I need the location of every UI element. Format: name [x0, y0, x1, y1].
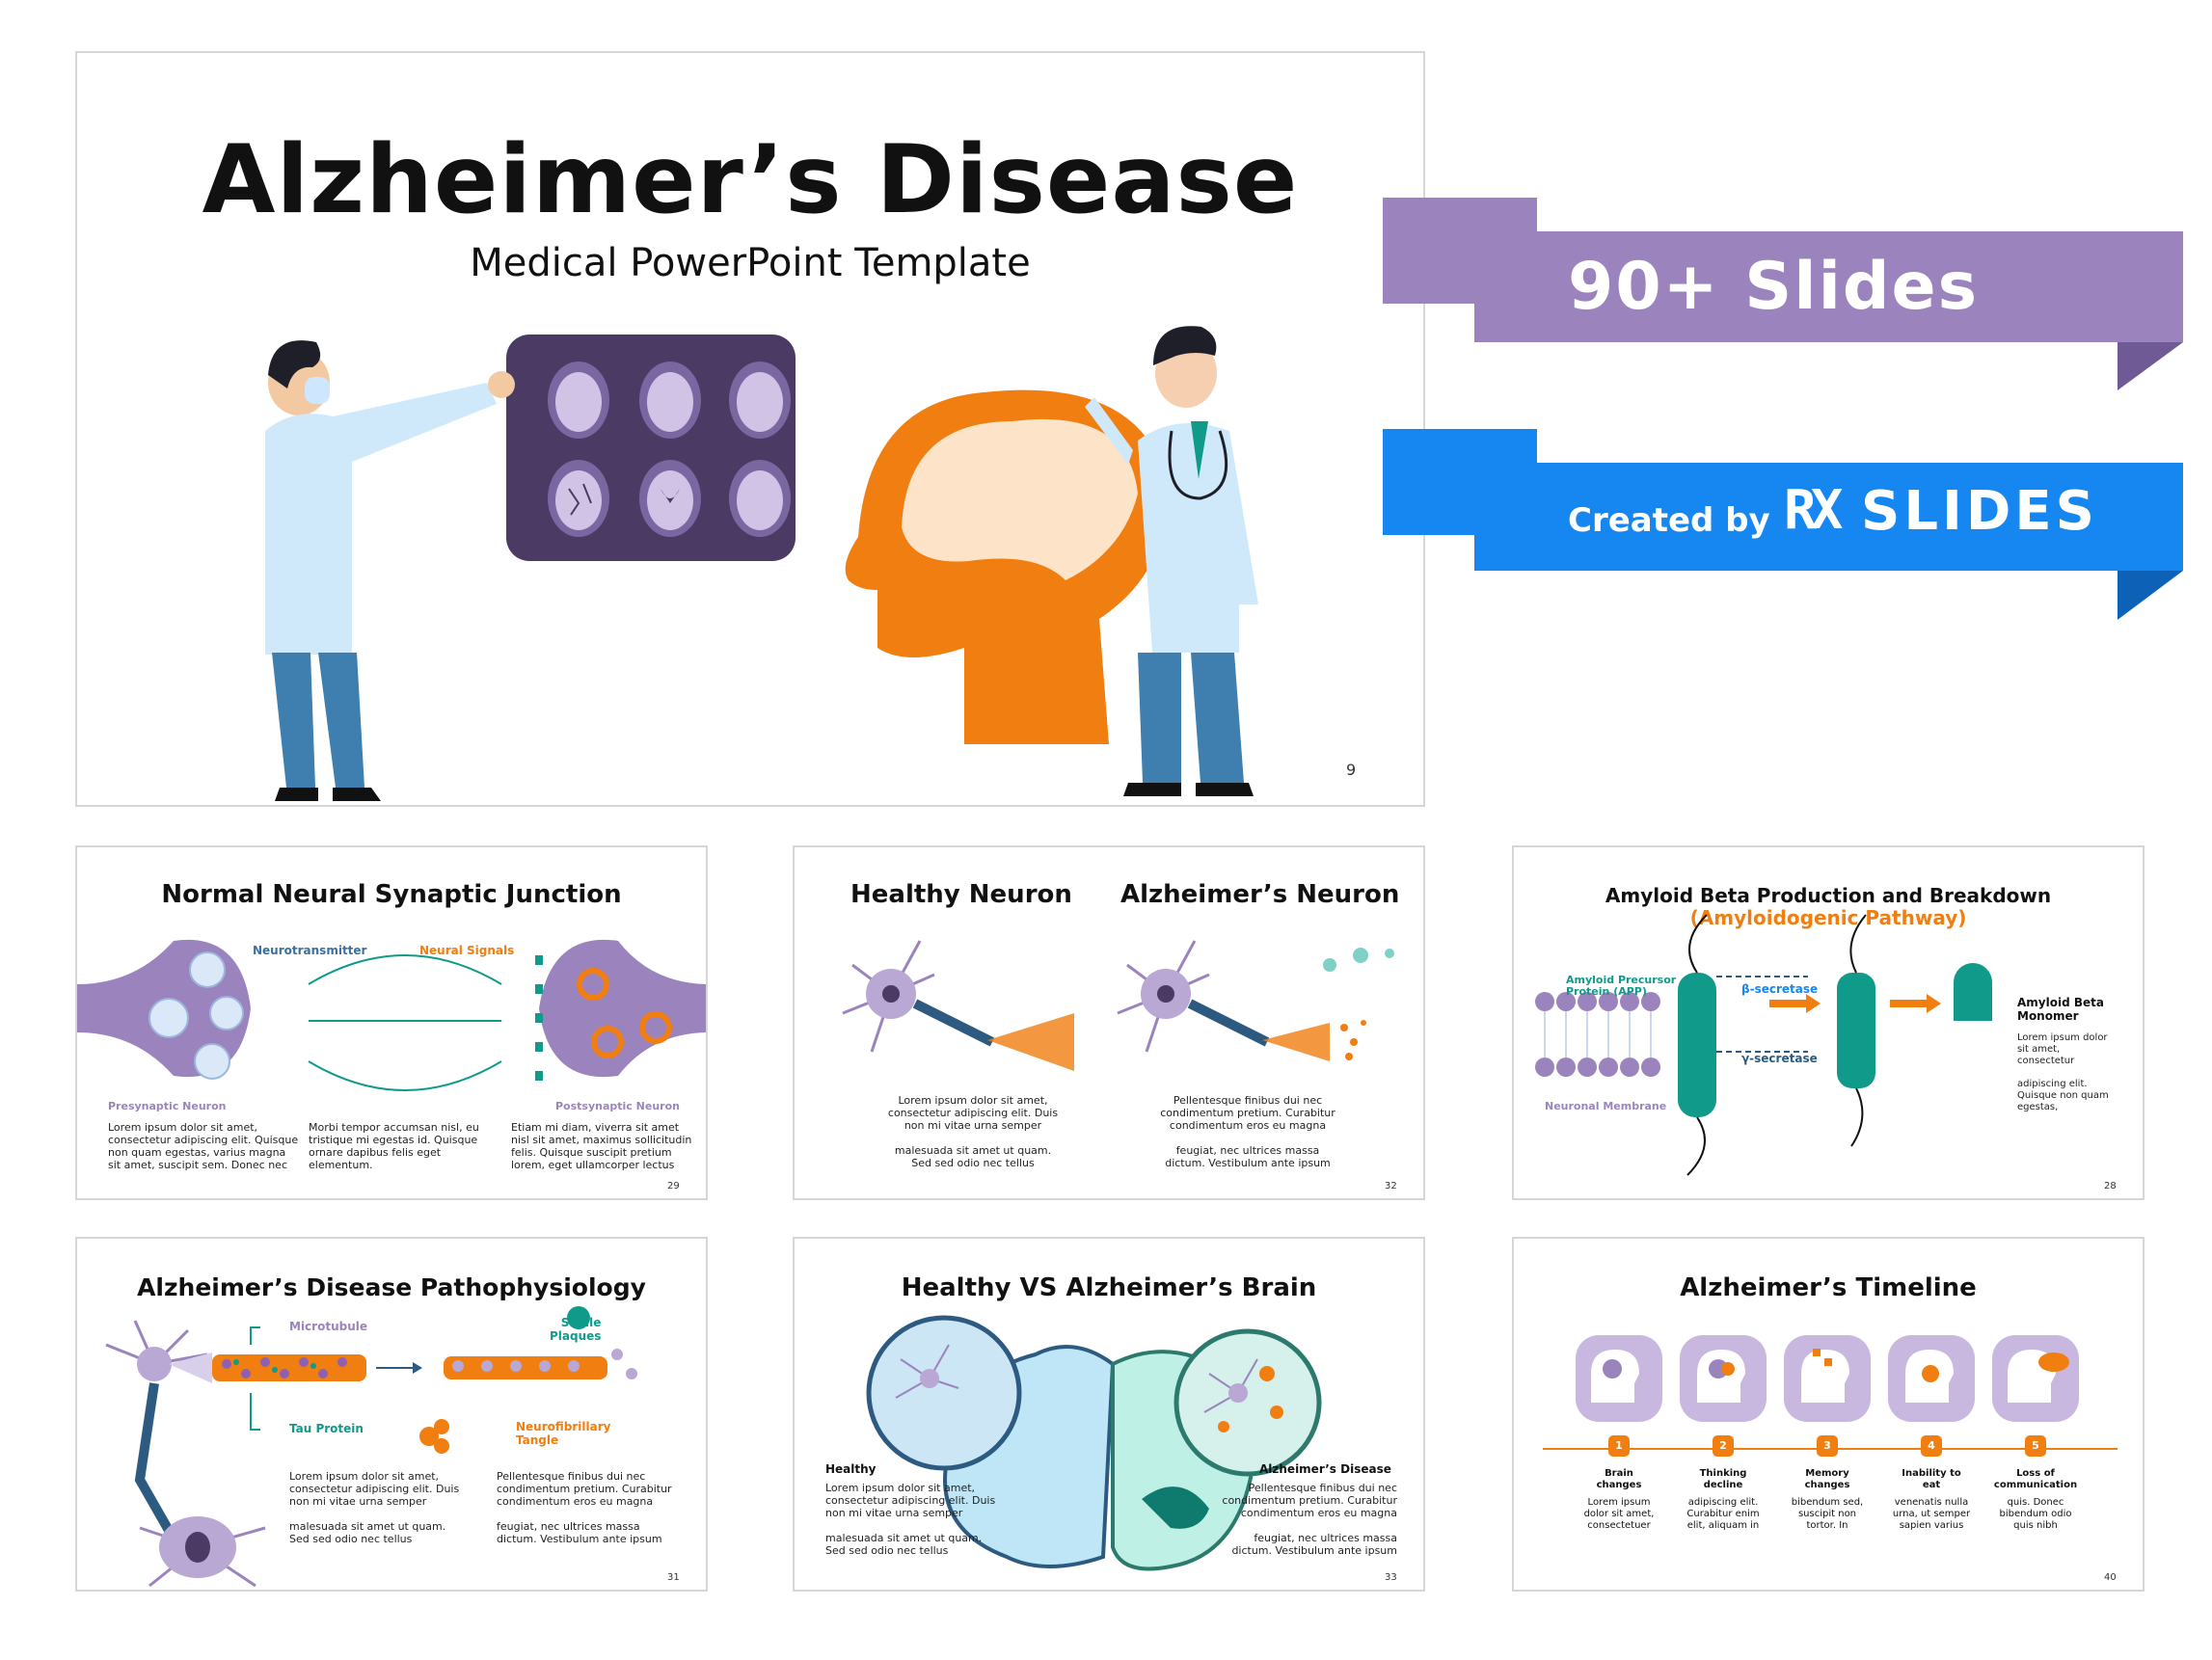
step-number-badge: 5	[2025, 1435, 2046, 1457]
text-col-3: Etiam mi diam, viverra sit amet nisl sit…	[511, 1121, 692, 1171]
thumb-brain-compare[interactable]: Healthy VS Alzheimer’s Brain Healthy Alz…	[793, 1237, 1425, 1592]
thumb-amyloid-beta[interactable]: Amyloid Beta Production and Breakdown (A…	[1512, 845, 2145, 1200]
thumb-page-number: 33	[1385, 1572, 1397, 1583]
thumb-title: Alzheimer’s Disease Pathophysiology	[137, 1273, 646, 1301]
text-col-2: Pellentesque finibus dui nec condimentum…	[497, 1470, 672, 1545]
head-brain-illustration	[845, 389, 1165, 744]
thumb-subtitle: (Amyloidogenic Pathway)	[1689, 906, 1967, 929]
timeline-step[interactable]: 1 Brain changes Lorem ipsum dolor sit am…	[1576, 1435, 1662, 1532]
step-text: quis. Donec bibendum odio quis nibh	[1999, 1497, 2072, 1531]
rx-logo-letters: RX	[1784, 479, 1843, 542]
text-col-2: Morbi tempor accumsan nisl, eu tristique…	[309, 1121, 479, 1171]
step-text: bibendum sed, suscipit non tortor. In	[1791, 1497, 1864, 1531]
step-number-badge: 1	[1608, 1435, 1630, 1457]
thumb-page-number: 28	[2104, 1181, 2117, 1191]
thumb-page-number: 32	[1385, 1181, 1397, 1191]
hero-page-number: 9	[1346, 761, 1357, 779]
postsynaptic-label: Postsynaptic Neuron	[555, 1100, 680, 1112]
thumb-page-number: 29	[667, 1181, 680, 1191]
step-label: Loss of communication	[1993, 1468, 2078, 1490]
step-number-badge: 3	[1817, 1435, 1838, 1457]
thumb-title: Amyloid Beta Production and Breakdown	[1605, 884, 2052, 907]
created-by-banner-shape	[1383, 429, 2183, 620]
alz-text: Pellentesque finibus dui nec condimentum…	[1160, 1094, 1335, 1169]
hero-subtitle: Medical PowerPoint Template	[470, 241, 1031, 285]
plaques-label: Senile Plaques	[550, 1316, 602, 1343]
doctor-xray-illustration	[265, 335, 796, 801]
text-col-1: Lorem ipsum dolor sit amet, consectetur …	[108, 1121, 299, 1171]
timeline-step[interactable]: 4 Inability to eat venenatis nulla urna,…	[1888, 1435, 1975, 1532]
alz-label: Alzheimer’s Disease	[1259, 1462, 1391, 1476]
brain-compare-illustration	[866, 1315, 1322, 1571]
alz-neuron-illustration	[1117, 940, 1394, 1061]
timeline-step[interactable]: 3 Memory changes bibendum sed, suscipit …	[1784, 1435, 1871, 1532]
slides-count-banner-shape	[1383, 198, 2183, 390]
step-text: adipiscing elit. Curabitur enim elit, al…	[1686, 1497, 1760, 1531]
step-label: Thinking decline	[1699, 1468, 1747, 1490]
pathophysiology-illustration	[105, 1306, 637, 1588]
monomer-text: Lorem ipsum dolor sit amet, consectetur …	[2017, 1032, 2109, 1112]
thumb-page-number: 31	[667, 1572, 680, 1583]
slides-count-label: 90+ Slides	[1568, 249, 1980, 325]
step-label: Brain changes	[1596, 1468, 1642, 1490]
healthy-neuron-title: Healthy Neuron	[850, 880, 1072, 909]
thumb-page-number: 40	[2104, 1572, 2117, 1583]
brand-name: SLIDES	[1861, 480, 2098, 543]
tangle-label: Neurofibrillary Tangle	[516, 1420, 611, 1447]
hero-slide[interactable]: Alzheimer’s Disease Medical PowerPoint T…	[75, 51, 1425, 807]
neurotransmitter-label: Neurotransmitter	[253, 944, 367, 957]
app-label: Amyloid Precursor Protein (APP)	[1566, 974, 1677, 998]
alz-neuron-title: Alzheimer’s Neuron	[1120, 880, 1400, 909]
hero-title: Alzheimer’s Disease	[202, 125, 1299, 235]
healthy-label: Healthy	[825, 1462, 877, 1476]
amyloid-pathway-illustration	[1535, 914, 1992, 1176]
healthy-text: Lorem ipsum dolor sit amet, consectetur …	[825, 1482, 996, 1557]
tau-label: Tau Protein	[289, 1422, 364, 1435]
doctor-stethoscope-illustration	[1085, 326, 1258, 796]
thumb-title: Healthy VS Alzheimer’s Brain	[901, 1273, 1317, 1302]
step-label: Inability to eat	[1902, 1468, 1961, 1490]
step-number-badge: 2	[1713, 1435, 1734, 1457]
microtubule-label: Microtubule	[289, 1320, 367, 1333]
beta-secretase-label: β-secretase	[1741, 982, 1819, 996]
synapse-illustration	[77, 939, 706, 1091]
step-text: venenatis nulla urna, ut semper sapien v…	[1892, 1497, 1971, 1531]
thumb-title: Normal Neural Synaptic Junction	[161, 880, 622, 909]
gamma-secretase-label: γ-secretase	[1741, 1052, 1818, 1065]
thumb-title: Alzheimer’s Timeline	[1680, 1273, 1977, 1302]
timeline-step[interactable]: 2 Thinking decline adipiscing elit. Cura…	[1680, 1435, 1767, 1532]
step-text: Lorem ipsum dolor sit amet, consectetuer	[1583, 1497, 1655, 1531]
monomer-label: Amyloid Beta Monomer	[2017, 996, 2104, 1023]
healthy-neuron-illustration	[842, 940, 1074, 1071]
step-label: Memory changes	[1804, 1468, 1850, 1490]
neural-signals-label: Neural Signals	[419, 944, 515, 957]
timeline-icons	[1543, 1335, 2118, 1450]
alz-text: Pellentesque finibus dui nec condimentum…	[1222, 1482, 1397, 1557]
thumb-timeline[interactable]: Alzheimer’s Timeline 1 Brain changes Lor…	[1512, 1237, 2145, 1592]
thumb-neurons[interactable]: Healthy Neuron Alzheimer’s Neuron Lorem …	[793, 845, 1425, 1200]
healthy-text: Lorem ipsum dolor sit amet, consectetur …	[887, 1094, 1059, 1169]
thumb-pathophysiology[interactable]: Alzheimer’s Disease Pathophysiology Micr…	[75, 1237, 708, 1592]
rx-logo: RX	[1784, 479, 1843, 542]
created-by-label: Created by	[1568, 501, 1770, 540]
timeline-step[interactable]: 5 Loss of communication quis. Donec bibe…	[1992, 1435, 2079, 1532]
membrane-label: Neuronal Membrane	[1545, 1100, 1667, 1112]
thumb-synaptic-junction[interactable]: Normal Neural Synaptic Junction Neurotra…	[75, 845, 708, 1200]
step-number-badge: 4	[1921, 1435, 1942, 1457]
presynaptic-label: Presynaptic Neuron	[108, 1100, 227, 1112]
text-col-1: Lorem ipsum dolor sit amet, consectetur …	[289, 1470, 460, 1545]
